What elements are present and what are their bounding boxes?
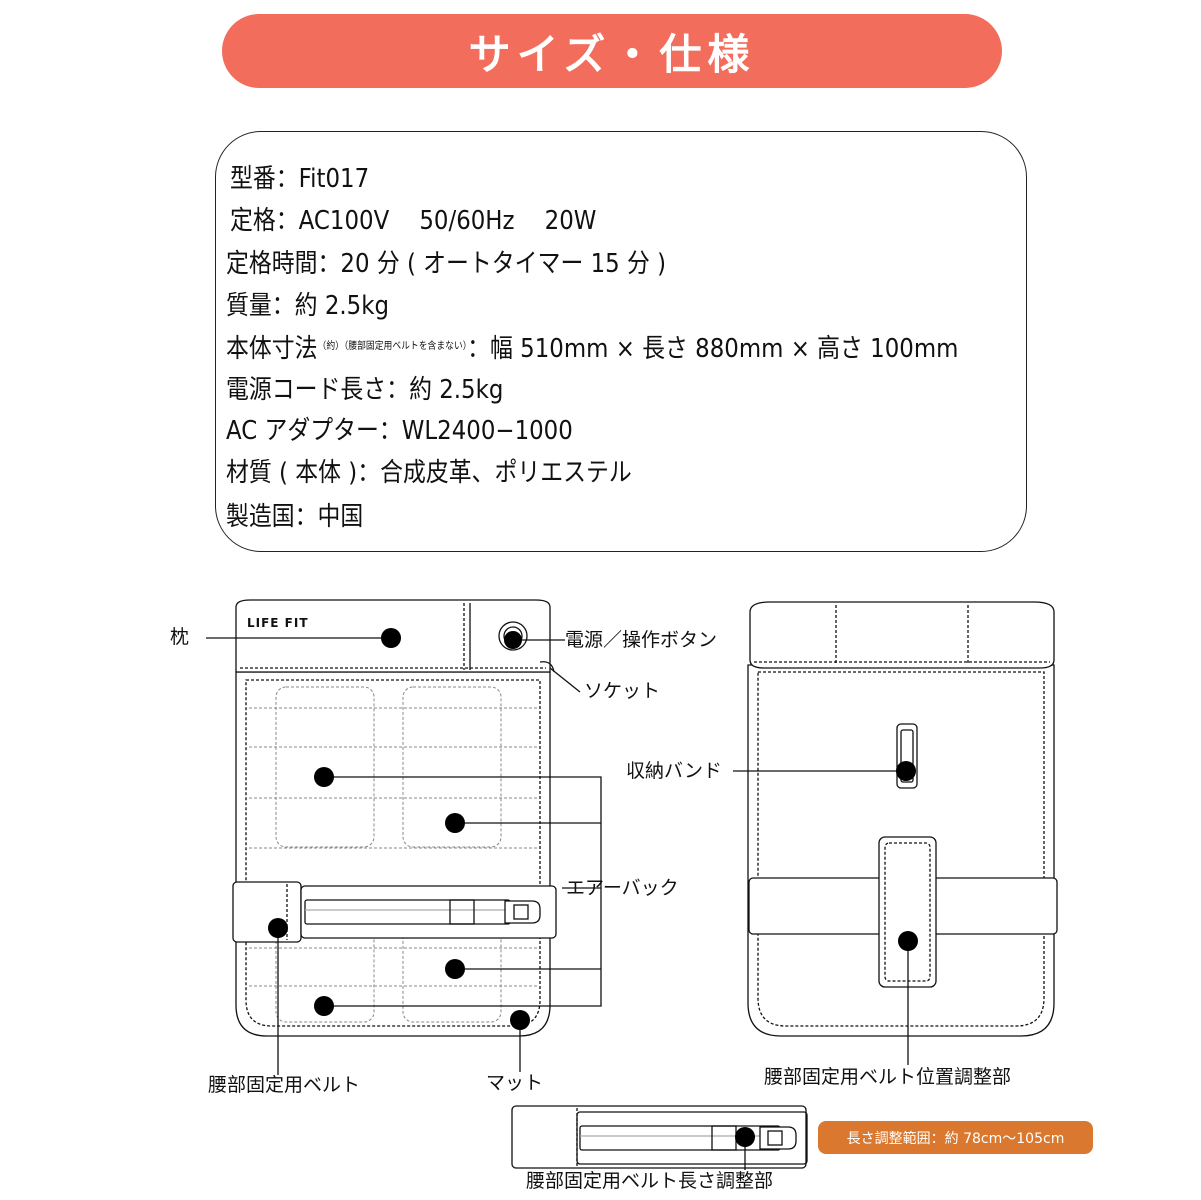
label-waist-belt: 腰部固定用ベルト bbox=[208, 1074, 361, 1096]
front-air-bag-grid bbox=[249, 686, 537, 1023]
label-belt-position-adjuster: 腰部固定用ベルト位置調整部 bbox=[764, 1066, 1012, 1088]
dot-air-bag-2 bbox=[445, 813, 465, 833]
spec-model: 型番：Fit017 bbox=[230, 164, 370, 194]
spec-rated-time: 定格時間：20 分 ( オートタイマー 15 分 ) bbox=[226, 249, 667, 279]
label-pillow: 枕 bbox=[170, 626, 190, 648]
spec-cord-length: 電源コード長さ：約 2.5kg bbox=[226, 375, 504, 405]
spec-dimensions: 本体寸法（約）（腰部固定用ベルトを含まない）：幅 510mm × 長さ 880m… bbox=[226, 334, 959, 364]
spec-weight: 質量：約 2.5kg bbox=[226, 291, 389, 321]
dot-storage-band bbox=[896, 761, 916, 781]
label-power-button: 電源／操作ボタン bbox=[565, 629, 718, 651]
title-banner: サイズ・仕様 bbox=[222, 14, 1002, 88]
dot-air-bag-1 bbox=[314, 767, 334, 787]
dot-power-button bbox=[504, 631, 522, 649]
dot-belt-length-adjuster bbox=[735, 1127, 755, 1147]
spec-ac-adapter: AC アダプター：WL2400−1000 bbox=[226, 416, 573, 446]
spec-box: 型番：Fit017 定格：AC100V 50/60Hz 20W 定格時間：20 … bbox=[215, 131, 1027, 552]
label-storage-band: 収納バンド bbox=[626, 760, 722, 782]
dot-air-bag-3 bbox=[445, 959, 465, 979]
dot-mat bbox=[510, 1010, 530, 1030]
back-waist-belt bbox=[748, 836, 1058, 988]
label-belt-length-adjuster: 腰部固定用ベルト長さ調整部 bbox=[526, 1170, 774, 1192]
label-socket: ソケット bbox=[584, 680, 661, 702]
label-air-bag: エアーバック bbox=[566, 877, 679, 899]
spec-material: 材質 ( 本体 )：合成皮革、ポリエステル bbox=[226, 458, 632, 488]
belt-detail bbox=[511, 1105, 808, 1169]
spec-origin: 製造国：中国 bbox=[226, 502, 364, 532]
front-mat bbox=[235, 671, 551, 1037]
length-range-badge: 長さ調整範囲：約 78cm〜105cm bbox=[818, 1121, 1093, 1154]
back-pillow bbox=[749, 601, 1055, 669]
spec-rating: 定格：AC100V 50/60Hz 20W bbox=[230, 206, 597, 236]
leader-socket bbox=[549, 667, 581, 693]
dot-pillow bbox=[381, 628, 401, 648]
dot-waist-belt bbox=[268, 918, 288, 938]
back-mat bbox=[747, 664, 1055, 1037]
dot-air-bag-4 bbox=[314, 996, 334, 1016]
label-mat: マット bbox=[486, 1072, 544, 1094]
brand-logo: LIFE FIT bbox=[247, 616, 309, 630]
leader-air-bag-bracket-outer bbox=[324, 776, 602, 1007]
dot-belt-position-adjuster bbox=[898, 931, 918, 951]
page-title: サイズ・仕様 bbox=[468, 29, 756, 79]
